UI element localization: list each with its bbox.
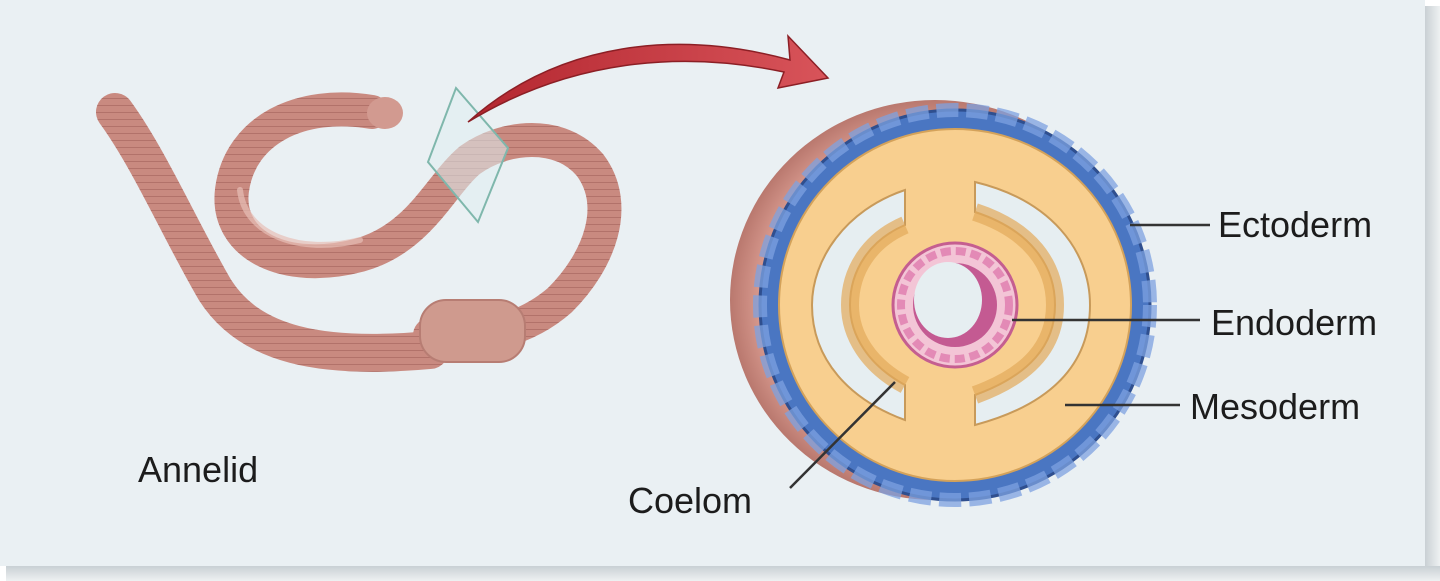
endoderm-label: Endoderm — [1211, 302, 1378, 343]
coelom-label: Coelom — [628, 480, 753, 521]
section-plane — [426, 86, 510, 224]
ectoderm-label: Ectoderm — [1218, 204, 1373, 245]
worm-clitellum — [419, 299, 526, 363]
worm-head — [367, 97, 403, 129]
section-arrow — [467, 33, 830, 123]
coelom-leader — [789, 381, 896, 489]
earthworm-illustration — [96, 92, 622, 372]
panel-shadow — [6, 566, 1440, 581]
mesoderm-label: Mesoderm — [1190, 386, 1361, 427]
diagram-panel — [0, 0, 1425, 566]
cross-section — [730, 100, 1157, 507]
panel-shadow — [1425, 6, 1440, 581]
annelid-label: Annelid — [138, 449, 259, 490]
